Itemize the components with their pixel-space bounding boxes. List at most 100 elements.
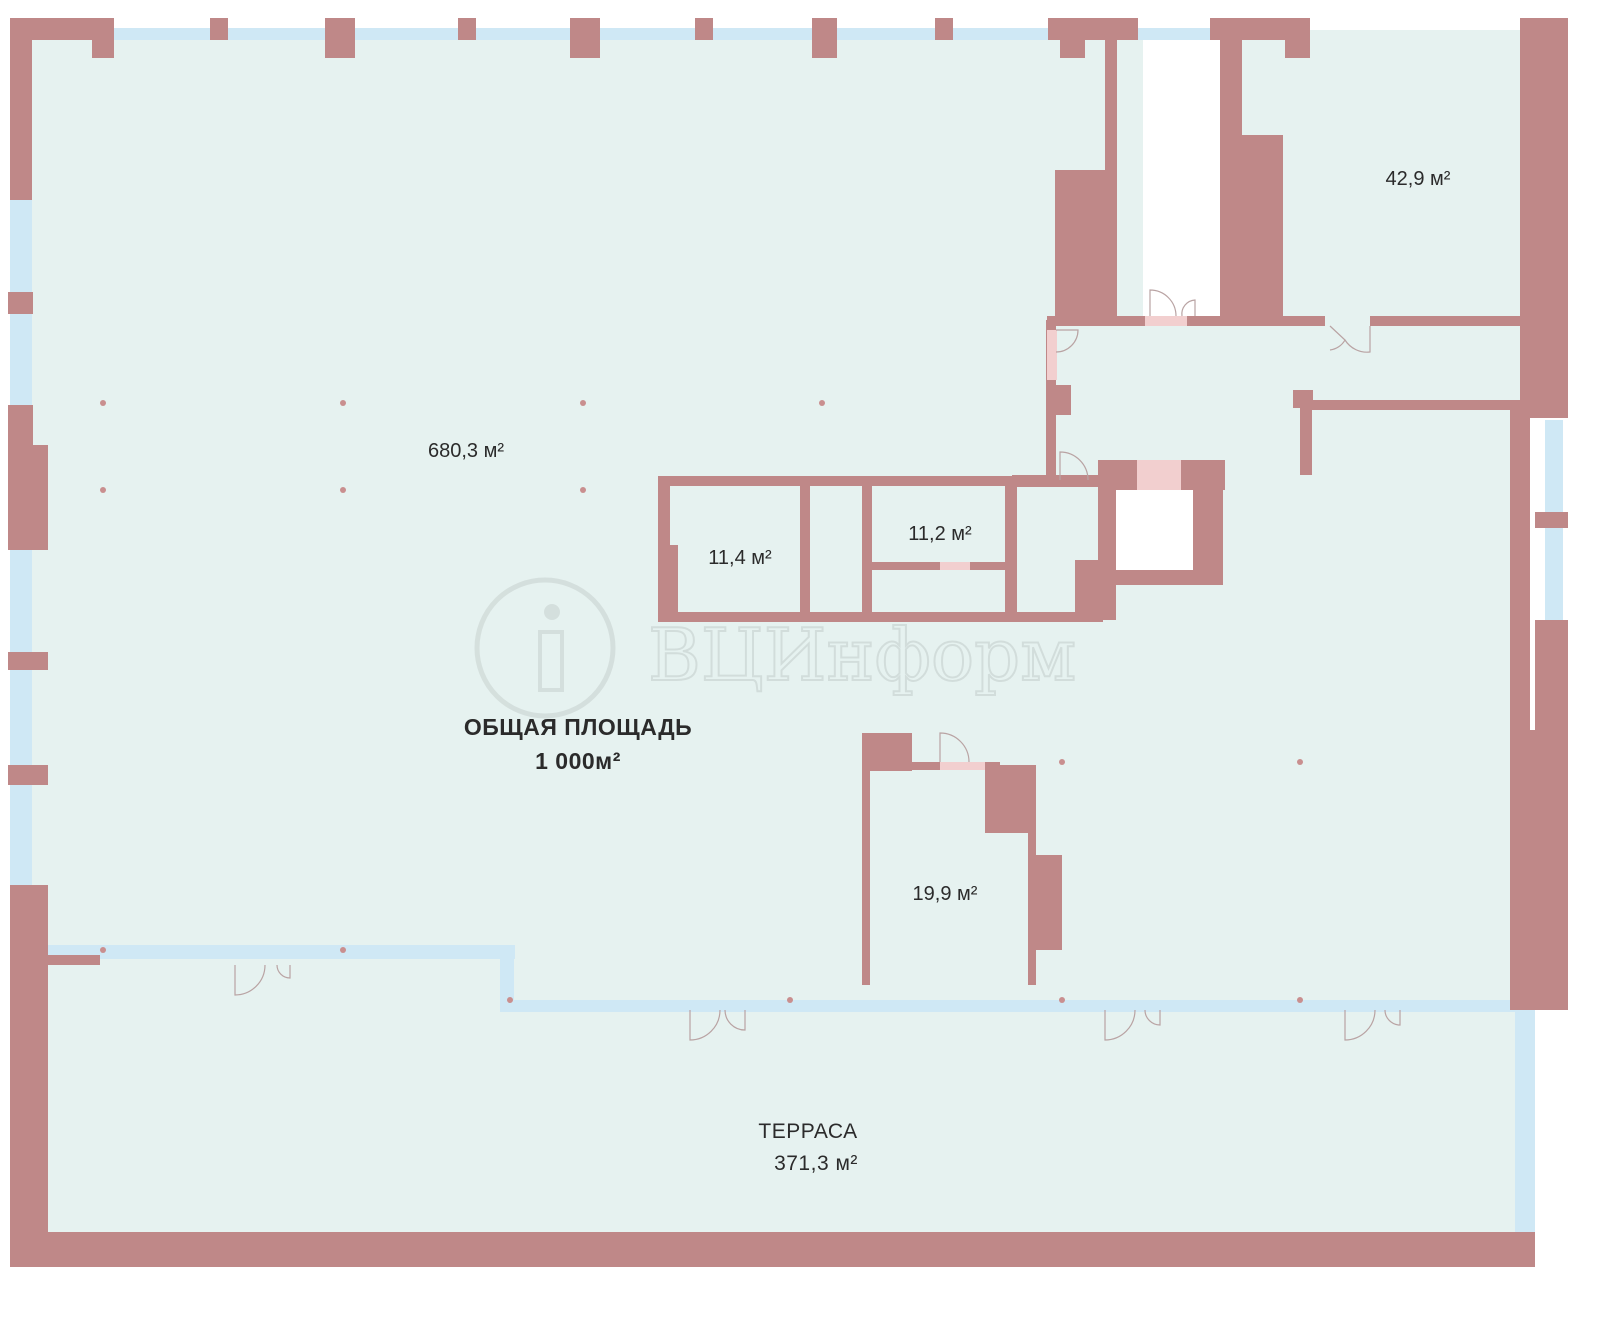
- labels: 680,3 м² 42,9 м² 11,4 м² 11,2 м² 19,9 м²…: [428, 168, 1451, 1175]
- watermark-text: ВЦИнформ: [648, 613, 1076, 697]
- wall: [658, 612, 1103, 622]
- column-dot: [507, 997, 513, 1003]
- wall: [658, 476, 1018, 486]
- terrace-area: 371,3 м²: [774, 1152, 858, 1175]
- wall: [8, 765, 48, 785]
- wall: [1105, 40, 1117, 320]
- column-dot: [340, 487, 346, 493]
- column-dot: [100, 487, 106, 493]
- lift-shaft-top: [1143, 40, 1223, 320]
- room-area-small-b: 11,2 м²: [908, 523, 972, 545]
- column-dot: [1059, 997, 1065, 1003]
- door-sill: [940, 762, 985, 770]
- wall: [45, 955, 100, 965]
- window-strip: [500, 1000, 1520, 1012]
- column-dot: [819, 400, 825, 406]
- wall: [210, 18, 228, 40]
- wall: [985, 765, 1035, 833]
- lift-shaft-mid: [1115, 490, 1195, 570]
- room-area-small-a: 11,4 м²: [708, 547, 772, 569]
- door-swing: [1149, 289, 1177, 317]
- wall: [1185, 316, 1325, 326]
- wall: [935, 18, 953, 40]
- wall: [658, 545, 678, 618]
- wall: [1075, 560, 1105, 620]
- column-dot: [100, 400, 106, 406]
- wall: [862, 765, 870, 985]
- column-dot: [580, 400, 586, 406]
- wall: [1518, 730, 1568, 1010]
- wall: [8, 445, 48, 550]
- wall: [1030, 855, 1062, 950]
- watermark: ВЦИнформ: [474, 577, 1077, 719]
- watermark-logo-stem: [538, 630, 564, 692]
- floor-main: [25, 30, 1525, 1000]
- door-swing: [1059, 451, 1089, 481]
- door-swing: [1384, 1009, 1401, 1026]
- column-dot: [787, 997, 793, 1003]
- door-sill: [1145, 316, 1187, 326]
- wall: [812, 18, 837, 58]
- room-area-top-right: 42,9 м²: [1386, 168, 1451, 190]
- wall: [1285, 18, 1310, 58]
- watermark-logo-ring: [474, 577, 616, 719]
- door-swing: [276, 964, 291, 979]
- door-swing: [1104, 1009, 1136, 1041]
- wall: [1520, 18, 1568, 418]
- door-sill: [940, 562, 970, 570]
- column-dot: [1297, 997, 1303, 1003]
- wall: [8, 292, 33, 314]
- wall: [1193, 470, 1223, 585]
- terrace-label: ТЕРРАСА: [758, 1120, 857, 1143]
- window-strip: [500, 945, 514, 1010]
- wall: [1046, 385, 1071, 415]
- door-swing: [1344, 326, 1371, 353]
- door-swing: [1055, 329, 1079, 353]
- column-dot: [100, 947, 106, 953]
- wall: [1535, 512, 1568, 528]
- door-swing: [724, 1009, 746, 1031]
- room-area-lower: 19,9 м²: [913, 883, 978, 905]
- wall: [92, 18, 114, 58]
- door-swings: [234, 289, 1401, 1041]
- wall: [1047, 316, 1147, 326]
- door-sills: [940, 316, 1187, 770]
- door-swing: [939, 732, 970, 763]
- total-area-value: 1 000м²: [535, 748, 621, 774]
- wall: [570, 18, 600, 58]
- wall: [10, 18, 110, 40]
- wall: [1005, 480, 1017, 620]
- door-swing: [1344, 1009, 1376, 1041]
- wall: [1115, 570, 1223, 585]
- door-sill: [1137, 460, 1181, 490]
- door-swing: [1144, 1009, 1161, 1026]
- wall: [8, 405, 33, 450]
- window-strip: [1515, 1010, 1535, 1240]
- wall: [10, 1232, 1535, 1267]
- window-strip: [45, 945, 515, 959]
- column-dot: [1059, 759, 1065, 765]
- column-dot: [580, 487, 586, 493]
- door-sill: [1047, 330, 1057, 380]
- column-dot: [1297, 759, 1303, 765]
- wall: [458, 18, 476, 40]
- wall: [1535, 620, 1568, 740]
- door-swing: [234, 964, 266, 996]
- door-swing: [689, 1009, 721, 1041]
- wall: [1012, 475, 1102, 487]
- total-area-label: ОБЩАЯ ПЛОЩАДЬ: [464, 714, 692, 740]
- wall: [1300, 400, 1312, 475]
- wall: [1310, 400, 1520, 410]
- column-dot: [340, 947, 346, 953]
- wall: [10, 885, 48, 1265]
- room-area-main-hall: 680,3 м²: [428, 440, 504, 462]
- wall: [325, 18, 355, 58]
- wall: [1055, 170, 1105, 320]
- columns: [100, 400, 1303, 1003]
- door-swing: [1181, 299, 1196, 317]
- walls: [8, 18, 1568, 1267]
- wall: [695, 18, 713, 40]
- wall: [10, 18, 32, 200]
- wall: [1060, 18, 1085, 58]
